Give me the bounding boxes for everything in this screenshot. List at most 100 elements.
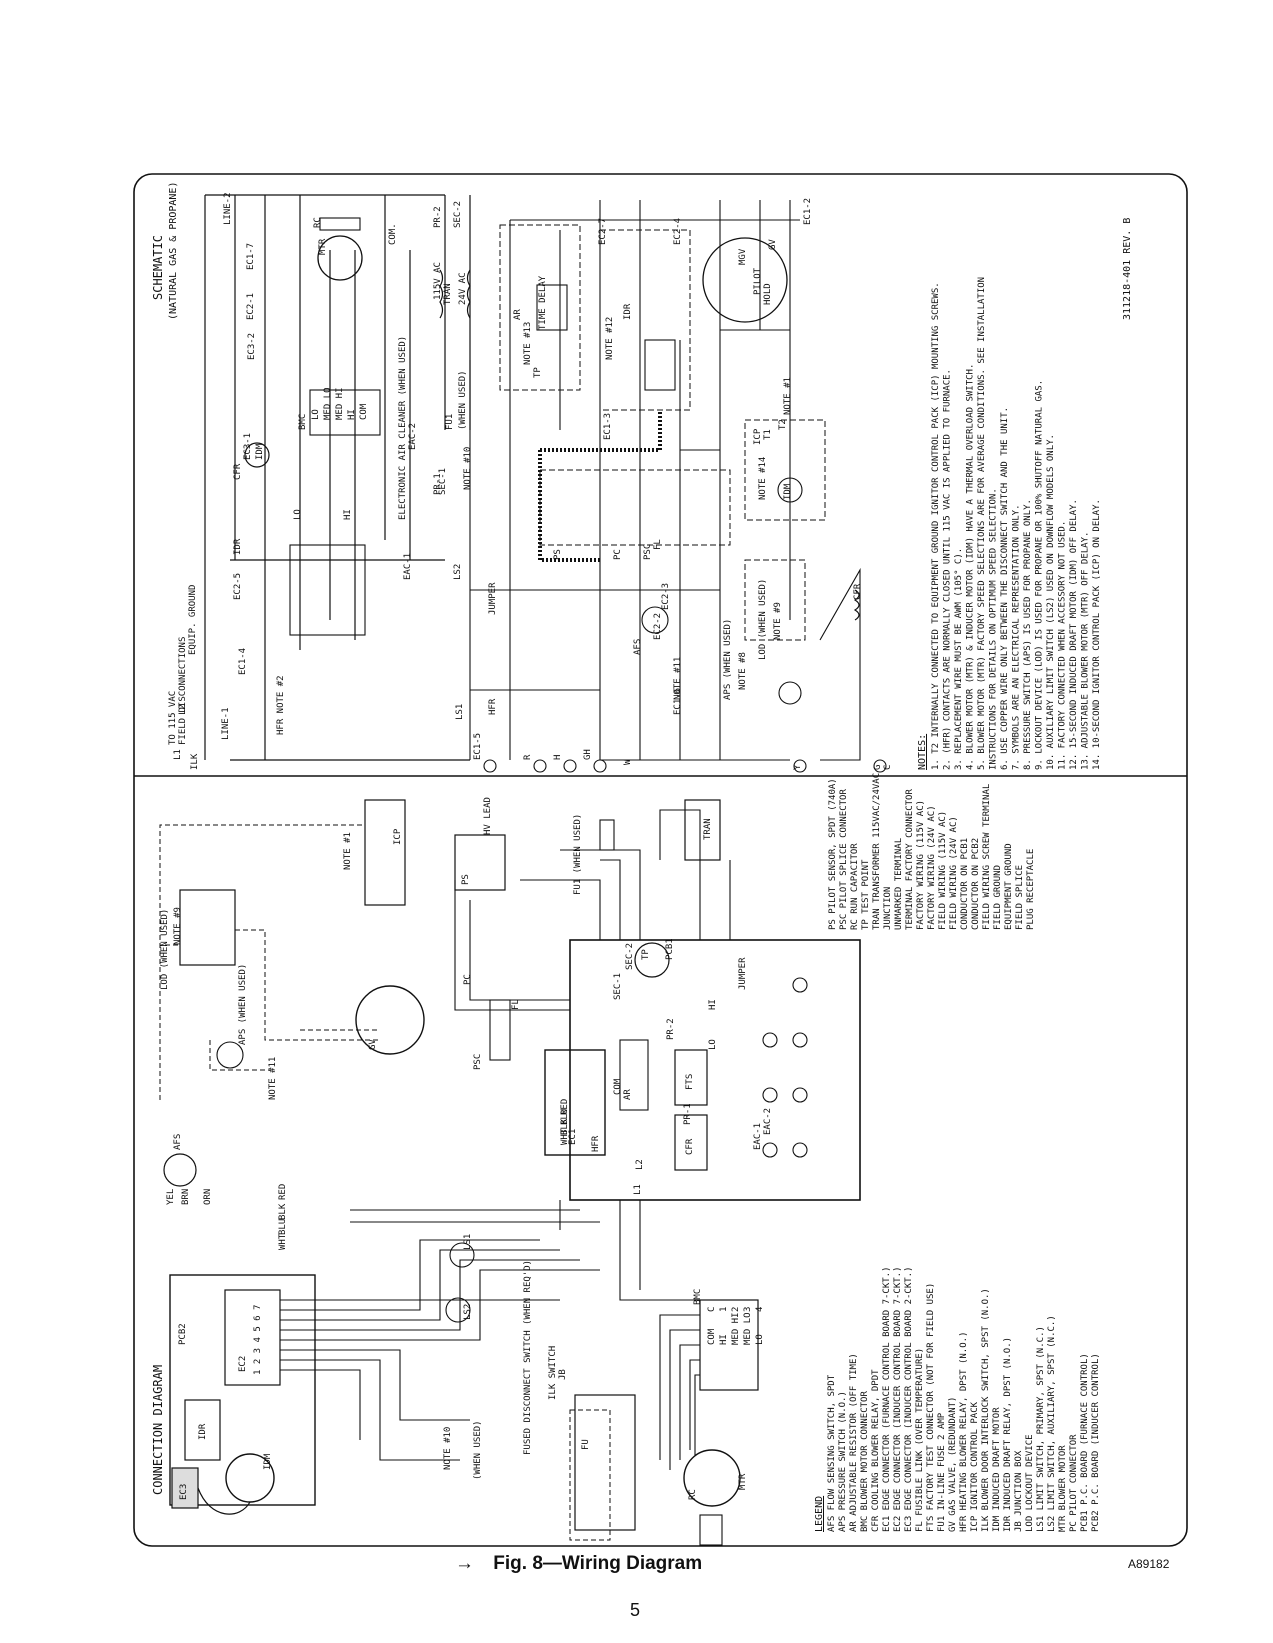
connection-label: PC: [463, 974, 473, 985]
bmc-wires: [619, 1200, 700, 1470]
schematic-label: ICP: [753, 428, 763, 445]
schematic-cfr-wire: [819, 567, 861, 761]
schematic-label: NOTE #11: [673, 657, 683, 700]
legend-item: AR ADJUSTABLE RESISTOR (OFF TIME): [849, 1353, 859, 1532]
schematic-label: NOTE #10: [463, 447, 473, 490]
connection-label: RC: [688, 1489, 698, 1500]
bmc-pin-number: 3: [743, 1307, 753, 1312]
connection-label: SEC-2: [625, 943, 635, 970]
bmc-tap-label: HI: [347, 409, 357, 420]
legend-item: AFS FLOW SENSING SWITCH, SPDT: [827, 1374, 837, 1532]
schematic-label: Y: [793, 764, 803, 770]
connection-label: IDM: [263, 1453, 273, 1470]
icp-dashed-boundary: [744, 419, 826, 521]
legend-symbol-item: PSC PILOT SPLICE CONNECTOR: [839, 789, 849, 930]
connection-label: IDR: [198, 1423, 208, 1440]
gas-valve: [355, 985, 425, 1055]
legend-symbol-item: FIELD SPLICE: [1015, 865, 1025, 930]
connection-label: HFR: [591, 1135, 601, 1152]
legend-symbol-item: FIELD GROUND: [993, 865, 1003, 930]
connection-label: FL: [511, 999, 521, 1010]
ar-resistor: [634, 942, 670, 978]
schematic-label: EC2-5: [233, 573, 243, 600]
figure-title: Fig. 8—Wiring Diagram: [493, 1553, 703, 1574]
schematic-label: FIELD DISCONNECTIONS: [178, 637, 188, 745]
note-item: 6. USE COPPER WIRE ONLY BETWEEN THE DISC…: [1000, 407, 1010, 770]
note-item: 14. 10-SECOND IGNITOR CONTROL PACK (ICP)…: [1092, 499, 1102, 770]
schematic-label: NOTE #14: [758, 457, 768, 500]
connection-label: COM: [613, 1078, 623, 1095]
legend-symbol-item: FIELD WIRING (115V AC): [938, 811, 948, 930]
bmc-tap-label: MED LO: [323, 387, 333, 420]
schematic-label: L1: [173, 749, 183, 760]
schematic-label: LOD (WHEN USED): [758, 579, 768, 660]
schematic-label: EC1-7: [246, 243, 256, 270]
connection-label: ORN: [203, 1189, 213, 1205]
connection-label: PCB2: [178, 1323, 188, 1345]
aps-switch: [216, 1041, 244, 1069]
schematic-label: EAC-1: [403, 553, 413, 580]
connection-label: NOTE #11: [268, 1057, 278, 1100]
schematic-label: AR: [513, 309, 523, 320]
notes-title: NOTES:: [917, 734, 928, 770]
schematic-label: SEC-2: [453, 201, 463, 228]
schematic-label: SEC-1: [438, 468, 448, 495]
schematic-mtr: [317, 235, 363, 281]
connection-title: CONNECTION DIAGRAM: [151, 1365, 165, 1495]
legend-symbol-item: TRAN TRANSFORMER 115VAC/24VAC: [872, 773, 882, 930]
lod-dashed-boundary: [744, 559, 806, 641]
schematic-label: LS2: [453, 564, 463, 580]
schematic-afs: [641, 606, 669, 634]
bmc-pin-name: COM: [707, 1328, 717, 1345]
connection-label: NOTE #10: [443, 1427, 453, 1470]
connection-label: SEC-1: [613, 973, 623, 1000]
schematic-idm: [244, 442, 270, 468]
pilot-dashed-boundary: [539, 469, 731, 546]
page-number: 5: [630, 1600, 641, 1620]
bmc-pin-number: 2: [731, 1307, 741, 1312]
bmc-tap-label: MED HI: [335, 387, 345, 420]
note-item: 10. AUXILIARY LIMIT SWITCH (LS2) USED ON…: [1046, 434, 1056, 770]
schematic-label: EQUIP. GROUND: [188, 585, 198, 655]
connection-label: FU: [581, 1439, 591, 1450]
connection-label: GV: [368, 1039, 378, 1050]
connection-label: PSC: [473, 1054, 483, 1070]
connection-label: APS (WHEN USED): [238, 964, 248, 1045]
legend-symbol-item: PLUG RECEPTACLE: [1026, 849, 1036, 930]
note-item: 7. SYMBOLS ARE AN ELECTRICAL REPRESENTAT…: [1012, 504, 1022, 770]
schematic-label: NOTE #1: [783, 377, 793, 415]
part-number: 311218-401 REV. B: [1122, 218, 1133, 320]
legend-item: FU1 IN-LINE FUSE 2 AMP: [937, 1412, 947, 1532]
legend-symbol-item: TP TEST POINT: [861, 859, 871, 930]
schematic-label: IDM: [783, 483, 793, 500]
idr-relay-box: [184, 1399, 221, 1461]
time-delay-box-1: [536, 284, 568, 331]
legend-symbol-item: FIELD WIRING (24V AC): [949, 816, 959, 930]
legend-symbol-item: JUNCTION: [883, 887, 893, 930]
schematic-cfr-box: [289, 544, 366, 636]
schematic-label: LS1: [455, 704, 465, 720]
legend-item: FL FUSIBLE LINK (OVER TEMPERATURE): [915, 1348, 925, 1532]
schematic-label: EC1-2: [803, 198, 813, 225]
schematic-label: EC2-1: [246, 293, 256, 320]
legend-item: IDR INDUCED DRAFT RELAY, DPST (N.O.): [1003, 1337, 1013, 1532]
connection-label: ILK SWITCH: [548, 1346, 558, 1400]
connection-label: AR: [623, 1089, 633, 1100]
connection-label: BLK: [278, 1203, 288, 1220]
connection-label: (WHEN USED): [473, 1420, 483, 1480]
hfr-relay-box: [674, 1114, 708, 1171]
schematic-label: LO: [293, 509, 303, 520]
schematic-label: EC3-1: [243, 433, 253, 460]
schematic-label: NOTE #8: [738, 652, 748, 690]
legend-item: MTR BLOWER MOTOR: [1058, 1445, 1068, 1532]
bmc-pin-name: MED LO: [743, 1312, 753, 1345]
schematic-label: PSC: [643, 544, 653, 560]
schematic-label: L2: [178, 704, 188, 715]
connection-label: EC1: [568, 1129, 578, 1145]
legend-item: EC2 EDGE CONNECTOR (INDUCER CONTROL BOAR…: [893, 1266, 903, 1532]
schematic-label: IDM: [255, 443, 265, 460]
ec1-connector: [544, 1049, 606, 1156]
